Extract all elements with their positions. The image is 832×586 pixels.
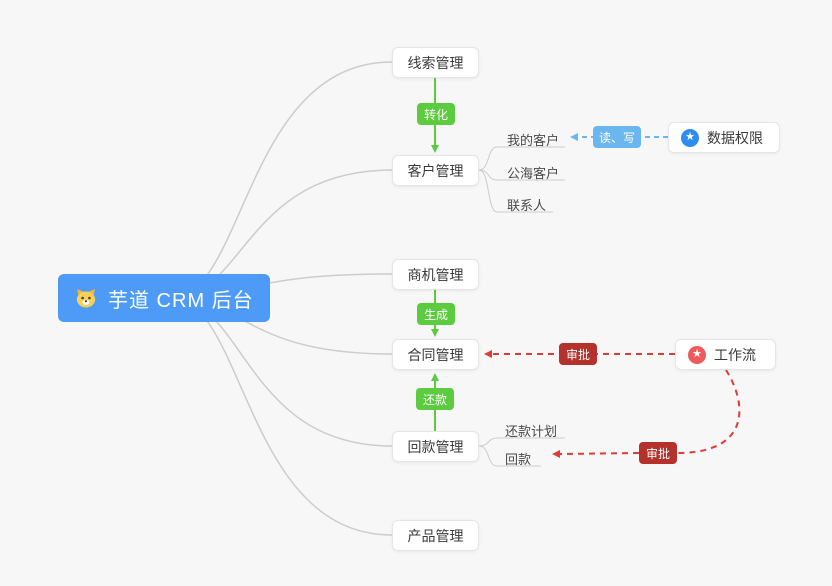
node-product-management[interactable]: 产品管理: [392, 520, 479, 551]
edge-customer-my: [478, 146, 565, 171]
root-node-label: 芋道 CRM 后台: [108, 289, 254, 312]
dog-icon: [76, 289, 96, 308]
node-label: 合同管理: [407, 346, 464, 363]
edge-receivable-plan: [478, 437, 565, 447]
edge-label-approve-receipt: 审批: [639, 442, 677, 464]
edge-workflow-to-receipt: [559, 452, 640, 455]
arrowhead-generate: [431, 329, 439, 337]
green-arrowheads: [431, 145, 439, 381]
edge-root-lead: [170, 61, 393, 299]
edge-label-generate: 生成: [417, 303, 455, 325]
node-customer-management[interactable]: 客户管理: [392, 155, 479, 186]
subnode-my-customer[interactable]: 我的客户: [507, 133, 560, 148]
node-label: 回款管理: [407, 438, 464, 455]
arrowhead-approve-receipt: [552, 450, 560, 458]
edge-customer-public: [478, 169, 565, 181]
node-opportunity-management[interactable]: 商机管理: [392, 259, 479, 290]
edge-label-approve-contract: 审批: [559, 343, 597, 365]
edge-label-convert: 转化: [417, 103, 455, 125]
child-branch-curves: [478, 146, 565, 467]
star-icon: ★: [681, 128, 699, 147]
node-workflow[interactable]: ★ 工作流: [675, 339, 776, 370]
node-label: 数据权限: [707, 129, 763, 146]
arrowhead-convert: [431, 145, 439, 153]
edge-label-read-write: 读、写: [593, 126, 641, 148]
node-data-permission[interactable]: ★ 数据权限: [668, 122, 780, 153]
node-contract-management[interactable]: 合同管理: [392, 339, 479, 370]
root-node-crm-backend[interactable]: 芋道 CRM 后台: [58, 274, 270, 322]
arrowhead-approve-contract: [484, 350, 492, 358]
edge-receivable-receipt: [478, 445, 541, 467]
star-icon: ★: [688, 345, 706, 364]
subnode-repayment-plan[interactable]: 还款计划: [505, 424, 558, 439]
arrowhead-repay: [431, 373, 439, 381]
subnode-contact[interactable]: 联系人: [507, 198, 547, 213]
node-label: 客户管理: [407, 162, 464, 179]
edge-label-repay: 还款: [416, 388, 454, 410]
edge-root-product: [170, 297, 393, 536]
node-label: 产品管理: [407, 527, 464, 544]
arrowhead-read-write: [570, 133, 578, 141]
node-receivable-management[interactable]: 回款管理: [392, 431, 479, 462]
node-label: 线索管理: [407, 54, 464, 71]
node-lead-management[interactable]: 线索管理: [392, 47, 479, 78]
subnode-receipt[interactable]: 回款: [505, 452, 532, 467]
node-label: 商机管理: [407, 266, 464, 283]
edge-customer-contact: [478, 169, 553, 213]
subnode-public-customer[interactable]: 公海客户: [507, 166, 560, 181]
edge-workflow-to-receipt-curve: [676, 369, 741, 454]
node-label: 工作流: [714, 346, 756, 363]
